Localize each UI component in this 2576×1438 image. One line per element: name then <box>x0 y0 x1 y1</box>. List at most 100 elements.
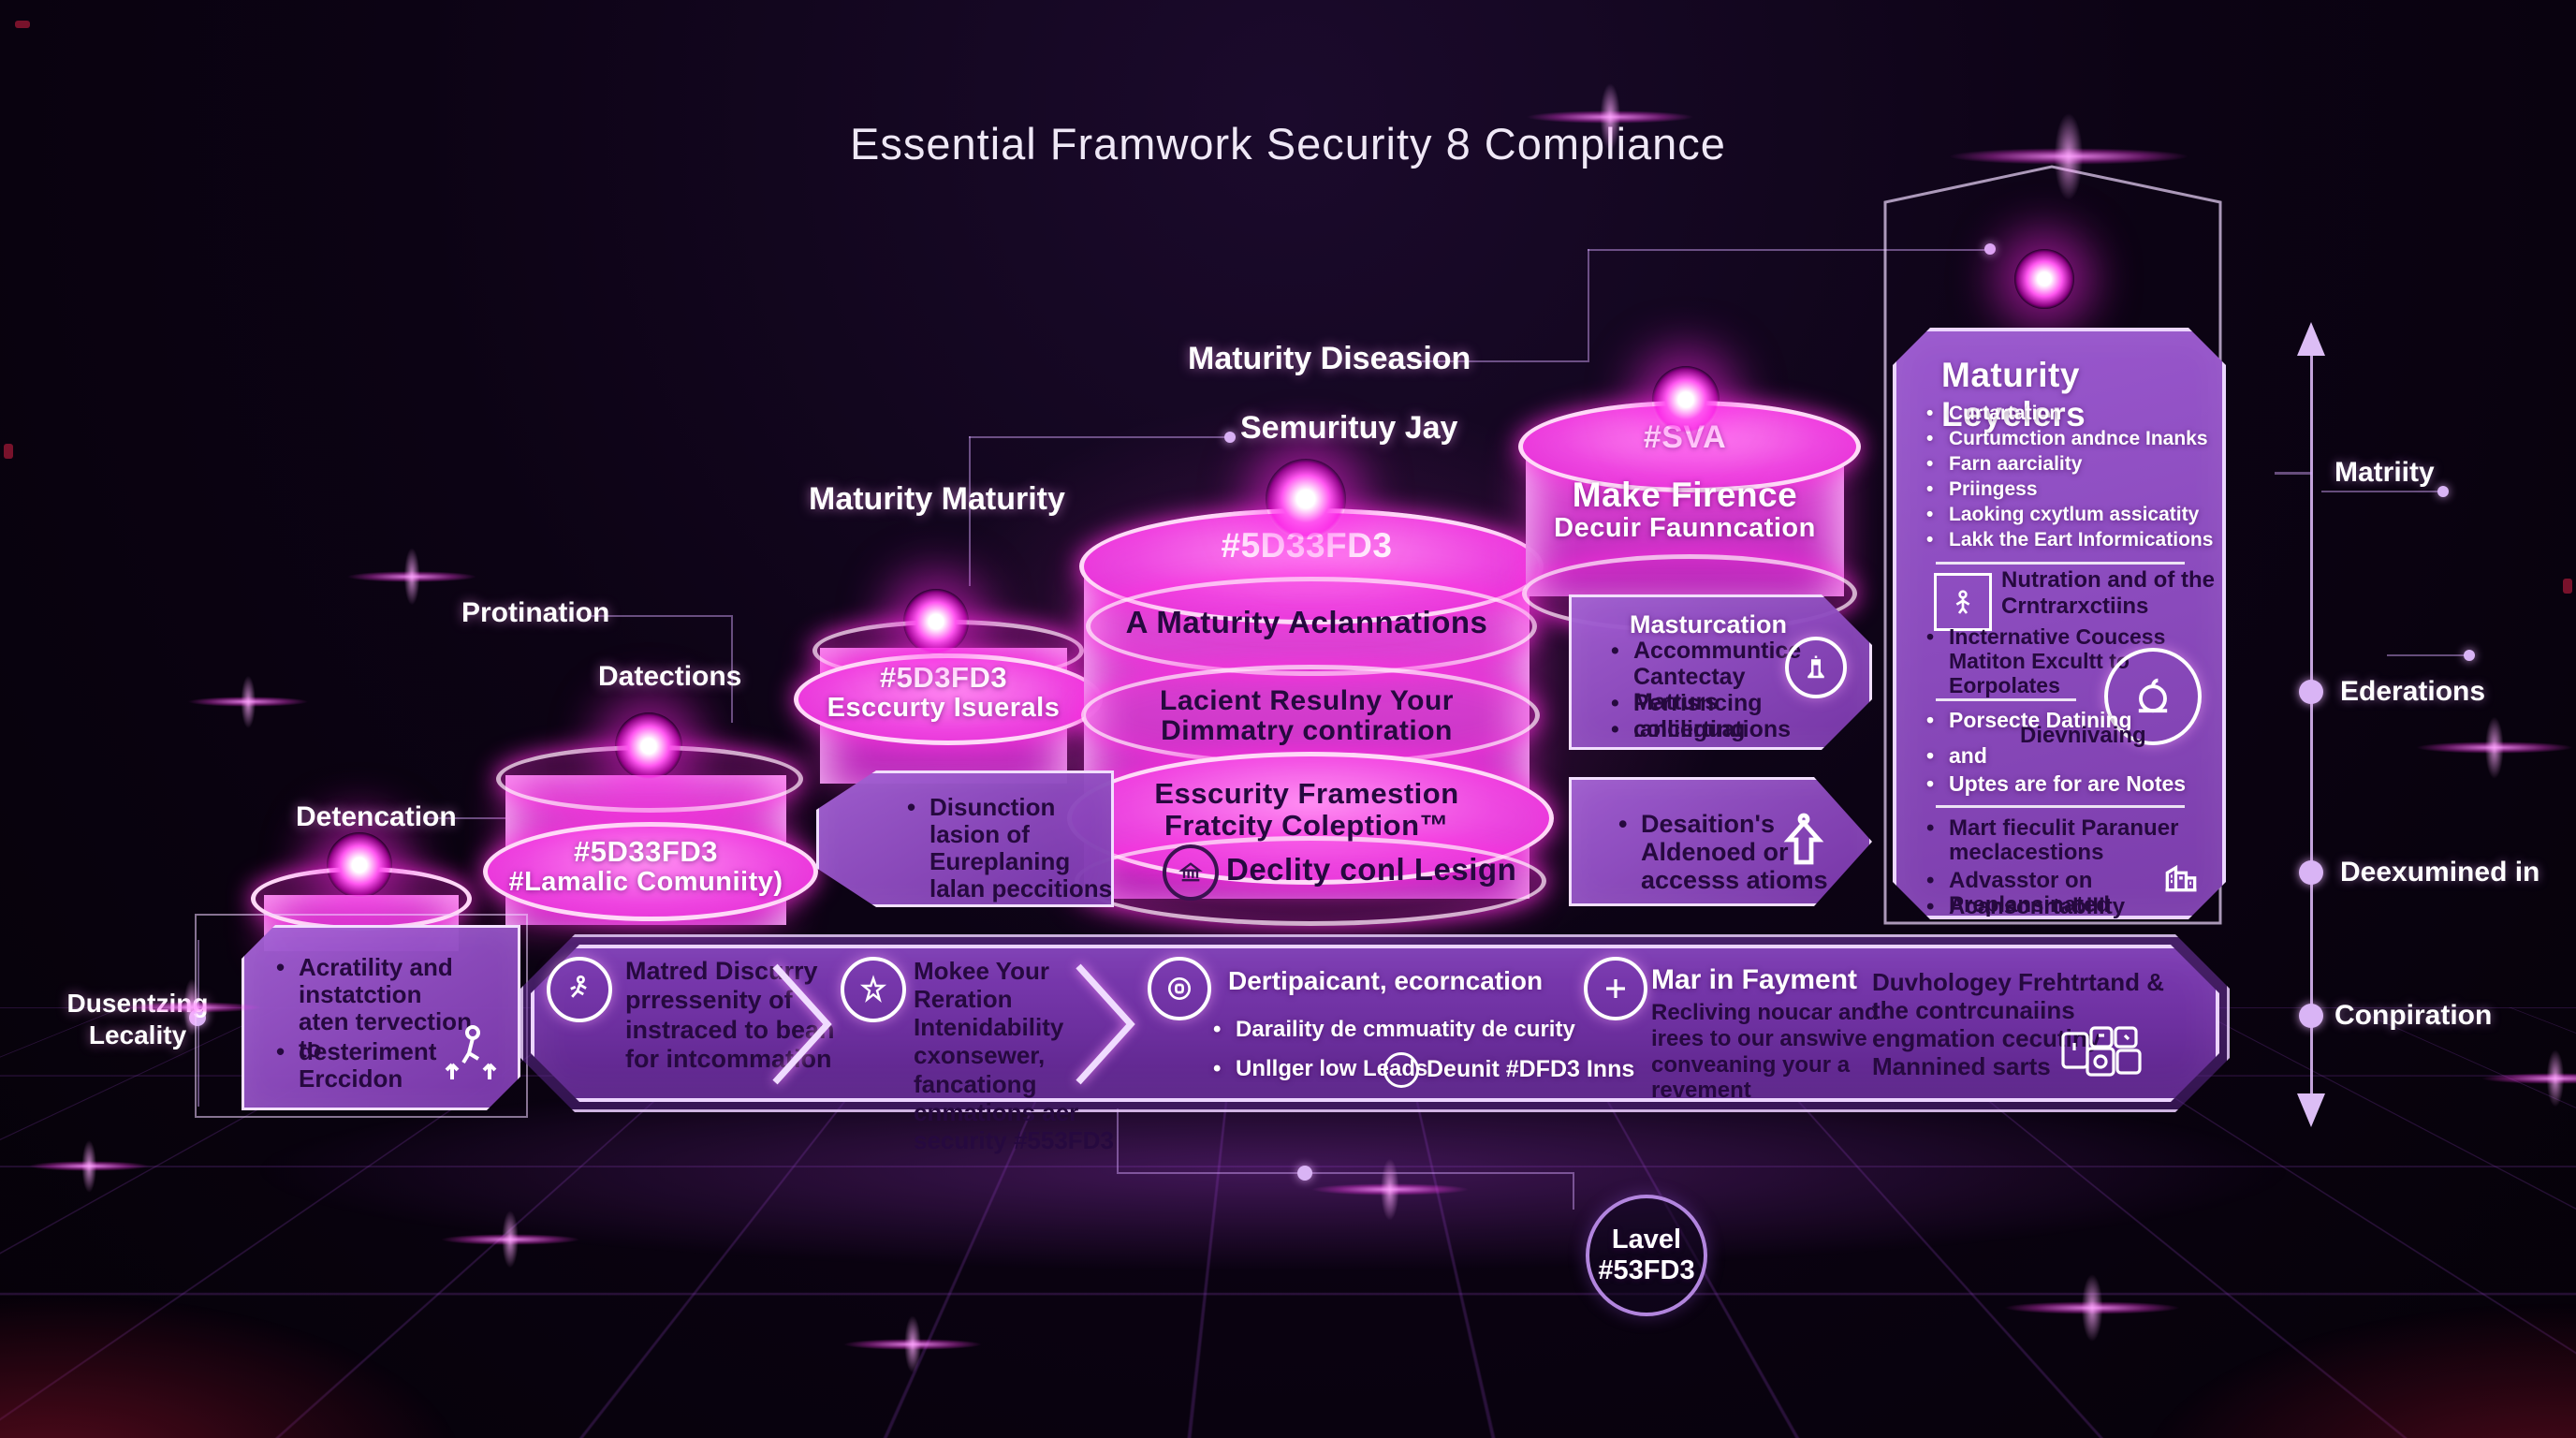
panel-bullet: Lakk the Eart Informications <box>1921 529 2220 551</box>
box-disunction: Disunction lasion of Eureplaning lalan p… <box>816 770 1114 907</box>
box-masturcation: Masturcation Accommuntice Cantectay Matt… <box>1569 594 1872 750</box>
bar-step5-text: Duvhologey Frehtrtand & the contrcunaiin… <box>1872 968 2165 1081</box>
panel-sec3-bullet3: Uptes are for are Notes <box>1921 771 2211 797</box>
panel-divider <box>1936 562 2185 565</box>
flare <box>2003 1301 2181 1314</box>
panel-sec4-bullet1: Mart fieculit Paranuer meclacestions <box>1921 816 2183 866</box>
flare <box>122 1002 262 1013</box>
flare <box>346 571 477 582</box>
connector-line <box>1588 249 1992 251</box>
connector-line <box>1573 1172 1574 1210</box>
axis-dot <box>2299 860 2323 885</box>
connector-line <box>1117 1172 1573 1174</box>
connector-line <box>969 436 971 586</box>
cylinder-4-band4-line1: Esscurity Framestion <box>1154 777 1459 810</box>
connector-dot <box>2437 486 2449 497</box>
target-icon <box>1148 957 1211 1020</box>
red-dash <box>2563 579 2572 594</box>
apps-grid-icon <box>2059 1026 2149 1084</box>
connector-line <box>2387 654 2469 656</box>
box-desaition: Desaition's Aldenoed or accesss atioms <box>1569 777 1872 906</box>
axis-dot <box>2299 1004 2323 1028</box>
level-badge-line1: Lavel <box>1611 1224 1682 1255</box>
connector-line <box>587 615 731 617</box>
panel-bullet: Curtumction andnce Inanks <box>1921 428 2220 450</box>
cylinder-5-orb <box>1652 366 1720 433</box>
running-person-icon <box>547 957 612 1022</box>
callout-semurituy-jay: Semurituy Jay <box>1240 410 1458 446</box>
axis-arrow-up <box>2297 322 2325 356</box>
box-desaition-bullet1: Desaition's Aldenoed or accesss atioms <box>1613 810 1837 895</box>
cylinder-3-orb <box>903 589 969 654</box>
plus-icon <box>1584 957 1647 1020</box>
cylinder-3-disc <box>794 653 1103 745</box>
bar-step3-bullet1: Daraility de cmmuatity de curity <box>1208 1017 1629 1043</box>
chevron-separator-icon <box>772 963 832 1085</box>
flare <box>2481 1073 2576 1084</box>
cylinder-3-label: Esccurty Isuerals <box>827 693 1061 723</box>
people-arrows-icon <box>439 1018 499 1085</box>
ring-icon <box>1383 1052 1419 1088</box>
connector-dot <box>1984 243 1996 255</box>
box-acratility-bullet2: desteriment Erccidon <box>271 1038 476 1093</box>
axis-arrow-down <box>2297 1093 2325 1127</box>
cylinder-4-orb <box>1266 459 1346 539</box>
cylinder-2-label: #Lamalic Comuniity) <box>508 867 783 897</box>
panel-sec2-bullet: Incternative Coucess Matiton Excultt to … <box>1921 625 2211 697</box>
panel-apex-orb <box>2014 249 2074 309</box>
panel-bullet: Farn aarciality <box>1921 453 2220 476</box>
cylinder-5-line2: Decuir Faunncation <box>1554 513 1816 543</box>
cylinder-5-line1: Make Firence <box>1572 476 1798 514</box>
flare <box>2415 741 2574 754</box>
panel-bullet: Curtartation <box>1921 403 2220 425</box>
red-dash <box>15 21 30 28</box>
cylinder-4-band5: Declity conl Lesign <box>1226 852 1517 887</box>
connector-line <box>731 615 733 723</box>
bar-step4-heading: Mar in Fayment <box>1651 964 1858 995</box>
connector-dot <box>1297 1166 1312 1181</box>
person-tree-icon <box>1934 573 1992 631</box>
building-icon <box>2160 856 2202 897</box>
cylinder-4-band4-line2: Fratcity Coleption™ <box>1164 809 1449 842</box>
panel-sec2-heading1: Nutration and of the <box>2001 567 2215 593</box>
cylinder-4-band3-line1: Lacient Resulny Your <box>1160 685 1454 716</box>
page-title: Essential Framwork Security 8 Compliance <box>850 119 1726 169</box>
box-acratility-bullet1: Acratility and instatction aten tervecti… <box>271 954 476 1063</box>
connector-dot <box>1224 432 1236 443</box>
red-dash <box>4 444 13 459</box>
star-person-icon <box>841 957 906 1022</box>
panel-divider <box>1936 805 2185 808</box>
box-acratility: Acratility and instatction aten tervecti… <box>242 925 520 1110</box>
bar-step2-text: Mokee Your Reration Intenidability cxons… <box>914 957 1114 1154</box>
apple-icon <box>2104 648 2202 745</box>
cylinder-2-orb <box>615 712 682 780</box>
panel-sec3-bullet1: Porsecte Datining <box>1921 708 2136 733</box>
box-disunction-bullet1: Disunction lasion of Eureplaning lalan p… <box>901 794 1117 902</box>
panel-sec2-heading2: Crntrarxctiins <box>2001 594 2149 619</box>
cylinder-2-disc <box>483 822 818 921</box>
callout-maturity-diseasion: Maturity Diseasion <box>1188 341 1471 376</box>
flare <box>1947 148 2190 165</box>
axis-line <box>2310 354 2313 1095</box>
maturity-panel: Maturity Leyelers Curtartation Curtumcti… <box>1893 328 2226 919</box>
callout-dusentzing-line2: Lecality <box>88 1020 187 1049</box>
castle-icon <box>1785 637 1847 698</box>
cylinder-4-band3-line2: Dimmatry contiration <box>1161 715 1453 746</box>
axis-dot <box>2299 680 2323 704</box>
flare <box>842 1339 983 1350</box>
connector-line <box>1588 249 1589 362</box>
axis-label-conpiration: Conpiration <box>2334 1000 2493 1031</box>
flare <box>1526 110 1694 124</box>
connector-line <box>1117 1108 1119 1172</box>
connector-line <box>1419 360 1588 362</box>
panel-sec3-bullet2: and <box>1921 743 2136 769</box>
connector-dot <box>2464 650 2475 661</box>
arrow-up-icon <box>1779 812 1828 870</box>
connector-line <box>426 817 508 819</box>
bar-step3-heading: Dertipaicant, ecorncation <box>1228 966 1544 995</box>
axis-label-matriity: Matriity <box>2334 457 2435 488</box>
bank-icon <box>1163 844 1219 901</box>
cylinder-2-code: #5D33FD3 <box>574 835 718 868</box>
bar-step4-text: Recliving noucar and irees to our answiv… <box>1651 1000 1879 1104</box>
